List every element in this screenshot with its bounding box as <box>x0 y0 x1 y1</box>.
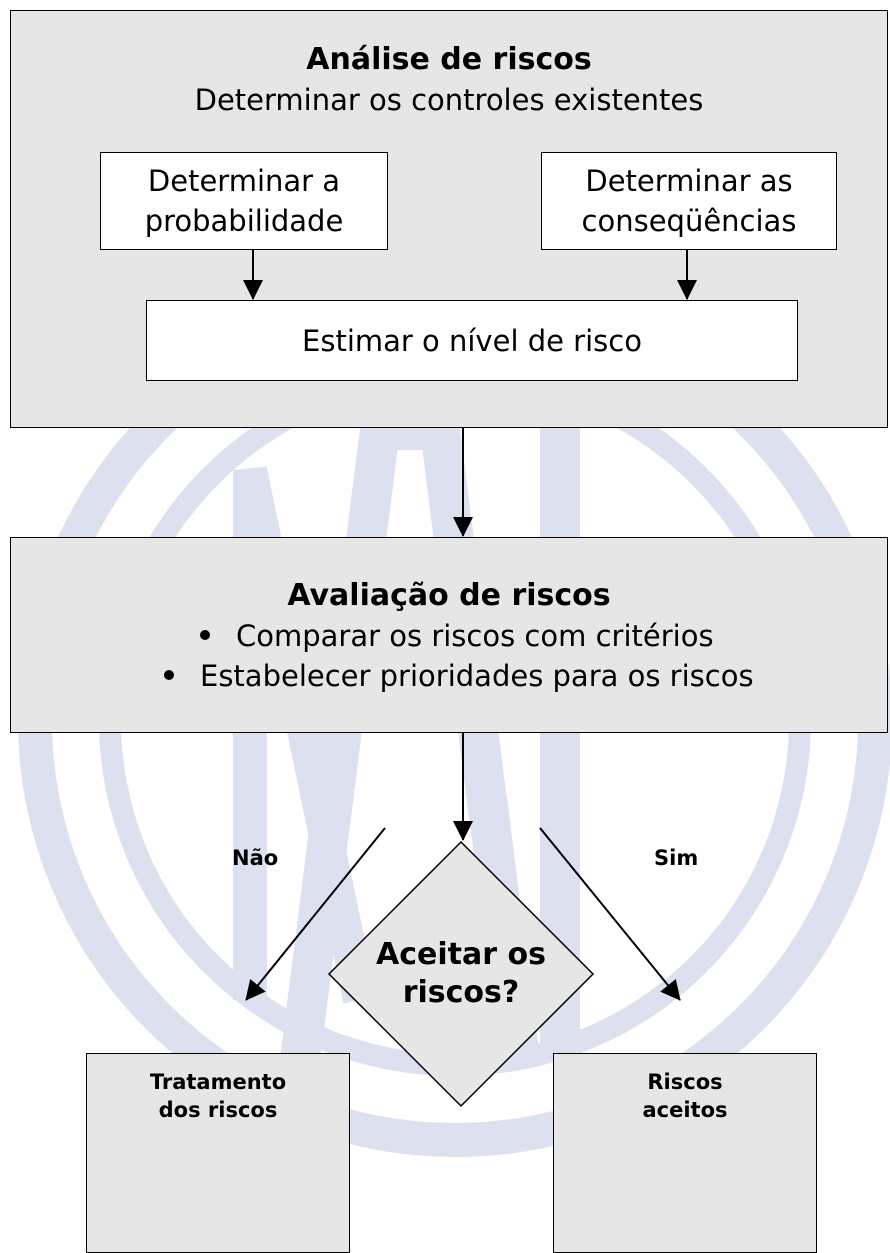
arrow-yes-to-accepted <box>539 827 681 1001</box>
decision-question-line-2: riscos? <box>402 975 520 1010</box>
risk-evaluation-panel <box>10 537 888 733</box>
consequences-label: Determinar as conseqüências <box>581 164 797 238</box>
accepted-risks-line-2: aceitos <box>642 1098 728 1122</box>
risk-evaluation-bullets: Comparar os riscos com critérios Estabel… <box>10 616 888 696</box>
risk-treatment-label: Tratamento dos riscos <box>150 1068 286 1124</box>
risk-analysis-title: Análise de riscos <box>306 42 592 77</box>
estimate-risk-label: Estimar o nível de risco <box>302 323 642 358</box>
accepted-risks-line-1: Riscos <box>647 1070 723 1094</box>
risk-treatment-line-1: Tratamento <box>149 1070 287 1094</box>
watermark-letter-n <box>233 466 377 1004</box>
yes-branch-label: Sim <box>654 846 699 870</box>
watermark-letter-a <box>280 410 540 1063</box>
risk-treatment-box: Tratamento dos riscos <box>86 1053 350 1253</box>
decision-question-line-1: Aceitar os <box>376 937 546 972</box>
decision-diamond <box>327 840 595 1108</box>
no-branch-label: Não <box>232 846 279 870</box>
risk-treatment-line-2: dos riscos <box>158 1098 278 1122</box>
risk-evaluation-title: Avaliação de riscos <box>287 578 611 613</box>
accepted-risks-label: Riscos aceitos <box>642 1068 727 1124</box>
probability-label: Determinar a probabilidade <box>144 164 344 238</box>
evaluation-bullet-2-text: Estabelecer prioridades para os riscos <box>200 659 754 693</box>
risk-analysis-subtitle: Determinar os controles existentes <box>194 83 704 117</box>
estimate-risk-box: Estimar o nível de risco <box>146 300 798 381</box>
decision-question: Aceitar os riscos? <box>361 936 561 1012</box>
bullet-dot <box>164 670 174 680</box>
consequences-box: Determinar as conseqüências <box>541 152 837 250</box>
evaluation-bullet-2: Estabelecer prioridades para os riscos <box>10 656 888 696</box>
bullet-dot <box>200 630 210 640</box>
arrow-no-to-treatment <box>245 827 386 1001</box>
accepted-risks-box: Riscos aceitos <box>553 1053 817 1253</box>
evaluation-bullet-1-text: Comparar os riscos com critérios <box>236 619 714 653</box>
evaluation-bullet-1: Comparar os riscos com critérios <box>10 616 888 656</box>
probability-box: Determinar a probabilidade <box>100 152 388 250</box>
